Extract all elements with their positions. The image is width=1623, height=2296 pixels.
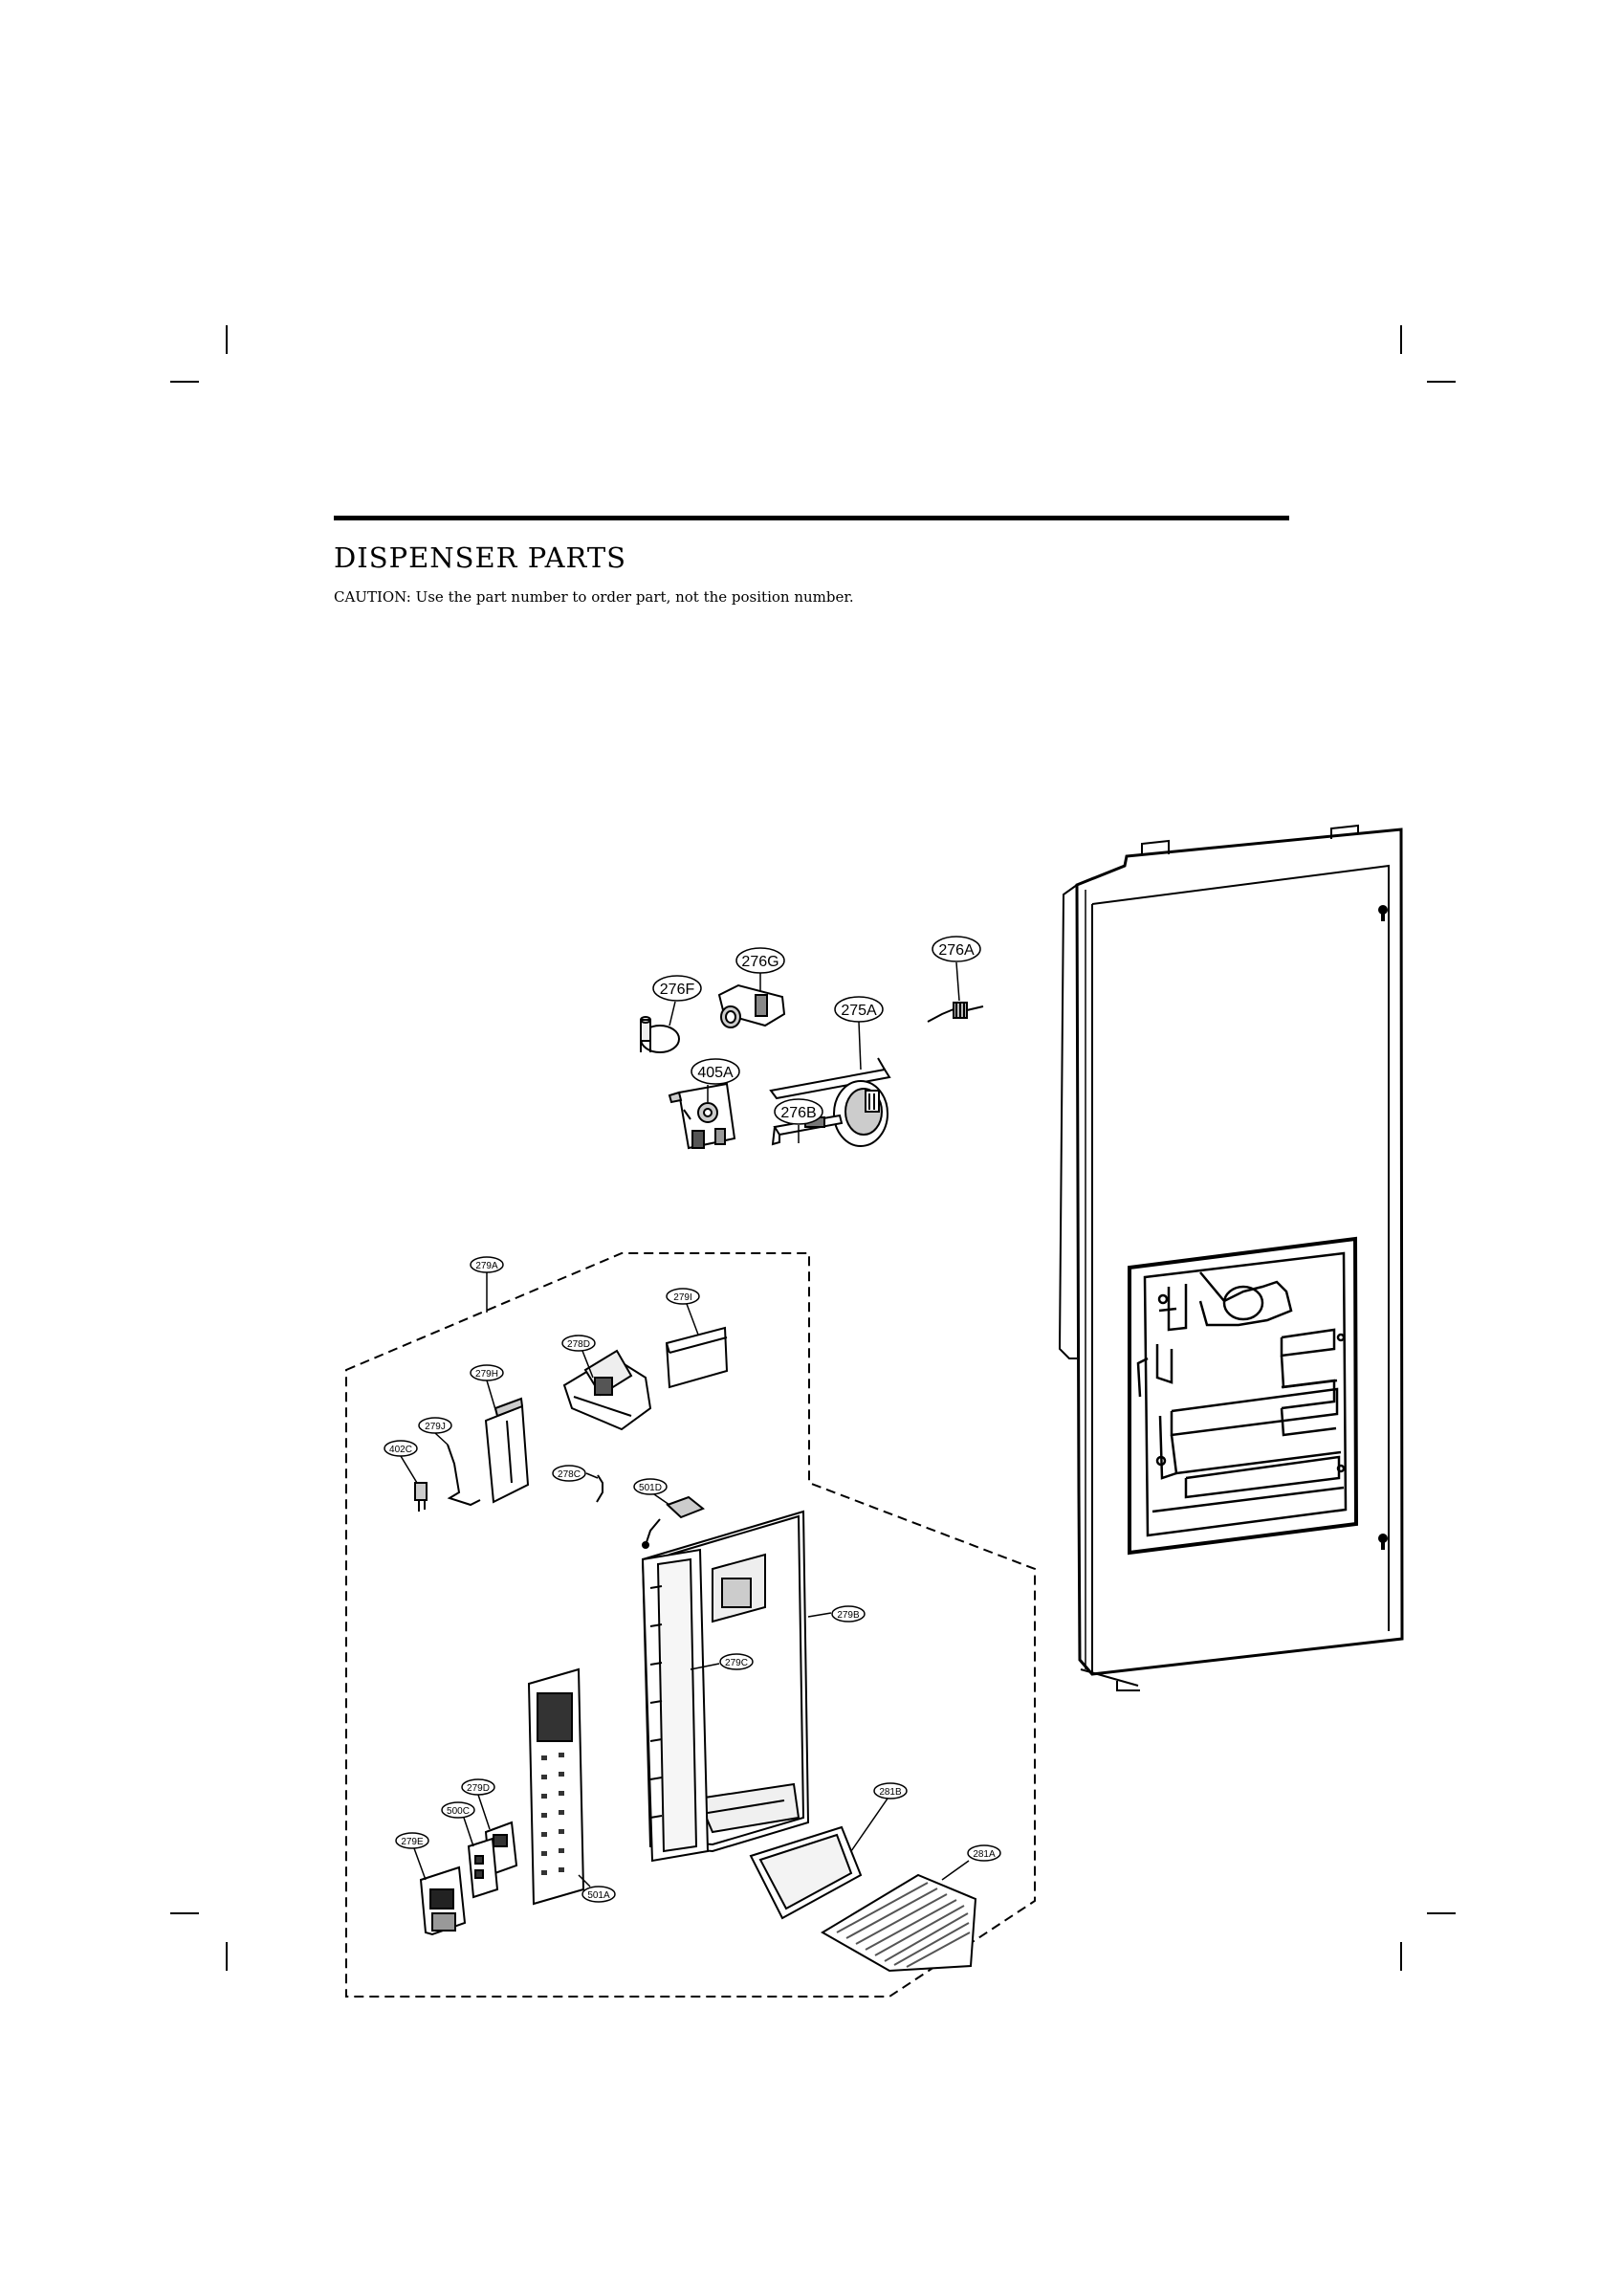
screw-bottom-icon [1378, 1534, 1388, 1550]
page-title: DISPENSER PARTS [334, 541, 627, 574]
part-402c-switch [414, 1482, 428, 1512]
callout-501a: 501A [581, 1886, 616, 1903]
crop-mark [226, 325, 228, 354]
callout-279j: 279J [418, 1417, 452, 1434]
part-279j-arm [447, 1444, 481, 1507]
callout-500c: 500C [441, 1801, 475, 1819]
label-276a: 276A [938, 942, 975, 959]
caution-note: CAUTION: Use the part number to order pa… [334, 588, 854, 606]
part-276f-cam [640, 1016, 680, 1053]
part-279h-cap [484, 1397, 530, 1504]
callout-281b: 281B [873, 1782, 908, 1799]
label-405a: 405A [697, 1065, 734, 1081]
crop-mark [170, 1912, 199, 1914]
crop-mark [1427, 1912, 1456, 1914]
header-rule [334, 516, 1289, 520]
part-281a-grille [821, 1873, 977, 1973]
part-501d-pcb [642, 1495, 705, 1549]
label-278c: 278C [558, 1469, 581, 1480]
callout-276f: 276F [652, 975, 702, 1002]
label-281b: 281B [879, 1787, 902, 1798]
callout-405a: 405A [691, 1058, 740, 1085]
label-279j: 279J [425, 1422, 446, 1432]
leader-lines [400, 961, 970, 1888]
label-279i: 279I [673, 1292, 691, 1303]
assembly-boundary [345, 1252, 1036, 1998]
callout-279a: 279A [470, 1256, 504, 1273]
callout-278d: 278D [561, 1335, 596, 1352]
crop-mark [170, 381, 199, 383]
label-279h: 279H [475, 1369, 498, 1380]
part-281b-tray [749, 1825, 863, 1920]
part-500c-sensor [467, 1837, 499, 1899]
callout-279h: 279H [470, 1364, 504, 1381]
callout-276b: 276B [774, 1098, 823, 1125]
callout-278c: 278C [552, 1465, 586, 1482]
dispenser-recess [1128, 1236, 1359, 1556]
crop-mark [226, 1942, 228, 1971]
door-panel [1058, 824, 1404, 1691]
crop-mark [1400, 1942, 1402, 1971]
part-501a-keypad [527, 1667, 585, 1906]
label-501d: 501D [639, 1483, 662, 1493]
label-279a: 279A [475, 1261, 498, 1271]
part-405a-motor [668, 1082, 736, 1150]
callout-501d: 501D [633, 1478, 668, 1495]
crop-mark [1400, 325, 1402, 354]
label-276g: 276G [741, 954, 779, 970]
callout-279c: 279C [719, 1653, 754, 1670]
label-279b: 279B [837, 1610, 860, 1621]
label-278d: 278D [567, 1339, 590, 1350]
callout-281a: 281A [967, 1844, 1001, 1862]
callout-275a: 275A [834, 996, 884, 1023]
part-276a-spring [927, 1002, 984, 1023]
part-279e-cover [419, 1866, 467, 1936]
callout-279b: 279B [831, 1605, 866, 1623]
callout-402c: 402C [384, 1440, 418, 1457]
label-281a: 281A [973, 1849, 996, 1860]
label-500c: 500C [447, 1806, 470, 1817]
label-275a: 275A [841, 1003, 877, 1019]
callout-279i: 279I [666, 1288, 700, 1305]
label-279d: 279D [467, 1783, 490, 1794]
label-279c: 279C [725, 1658, 748, 1668]
callout-279e: 279E [395, 1832, 429, 1849]
part-278c-clip [596, 1474, 603, 1503]
crop-mark [1427, 381, 1456, 383]
part-276g-bracket [717, 983, 786, 1028]
callout-276a: 276A [932, 936, 981, 962]
callout-279d: 279D [461, 1778, 495, 1796]
callout-276g: 276G [735, 947, 785, 974]
label-276f: 276F [660, 982, 695, 998]
part-279i-cover [665, 1326, 729, 1389]
part-275a-lever [769, 1057, 891, 1147]
label-279e: 279E [401, 1837, 424, 1847]
screw-top-icon [1378, 905, 1388, 921]
part-278d-chute-door [562, 1349, 652, 1431]
label-501a: 501A [587, 1890, 610, 1901]
part-279c-frame [641, 1548, 710, 1863]
label-402c: 402C [389, 1445, 412, 1455]
label-276b: 276B [780, 1105, 816, 1121]
